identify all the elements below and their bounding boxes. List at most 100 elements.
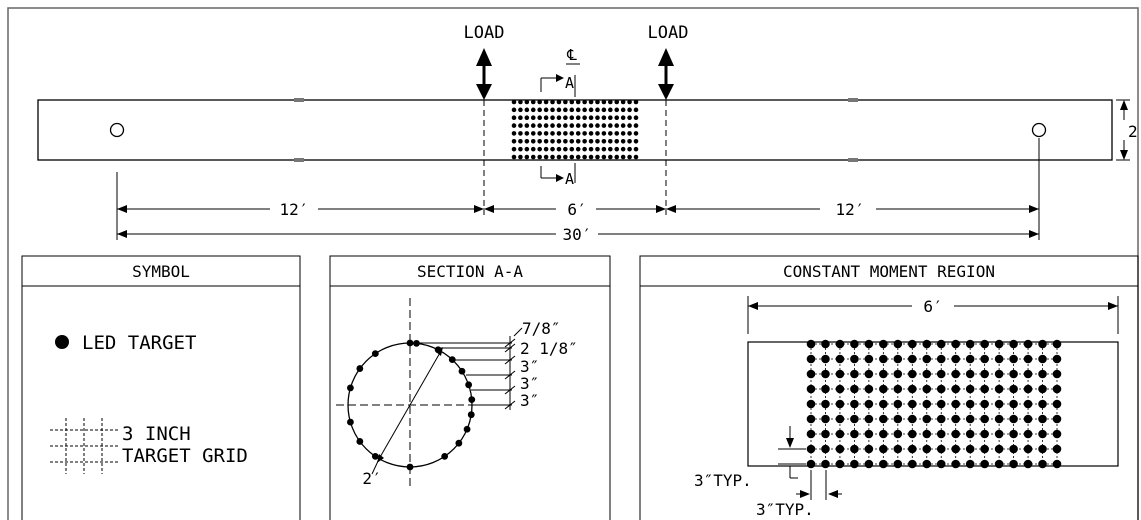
region-led-dot [994,429,1004,439]
beam-led-dot [550,107,555,113]
target-grid-icon [50,418,118,474]
beam-led-dot [543,115,549,121]
beam-led-dot [582,154,587,160]
spacing-label-2: 2 1/8″ [520,339,578,358]
beam-led-dot [633,131,639,136]
load-label-right: LOAD [648,23,689,43]
region-led-dot [806,429,816,439]
beam-led-dot [518,107,523,113]
region-led-targets [806,339,1062,469]
region-led-dot [821,399,830,409]
region-led-dot [806,339,816,349]
section-led-dot [434,346,442,354]
region-led-dot [951,414,961,424]
beam-led-dot [530,107,536,113]
section-panel-title: SECTION A-A [417,262,523,281]
region-led-dot [1009,354,1018,364]
region-led-dot [907,384,917,394]
region-led-dot [965,399,975,409]
section-led-dot [347,384,354,392]
vertical-spacing-dimension [778,426,806,479]
region-beam-outline [747,341,1119,467]
section-led-dot [347,418,354,426]
region-led-dot [980,384,989,394]
region-led-dot [864,354,874,364]
beam-led-dot [582,99,587,105]
region-led-dot [850,429,859,439]
region-led-dot [821,414,830,424]
region-led-dot [907,354,917,364]
region-led-dot [850,459,859,469]
beam-led-dot [575,123,581,128]
beam-led-dot [569,107,575,113]
region-led-dot [965,444,975,454]
beam-led-dot [575,154,581,160]
beam-led-dot [550,99,555,105]
region-led-dot [1023,459,1033,469]
region-led-dot [821,369,830,379]
region-led-dot [850,354,859,364]
region-led-dot [951,444,961,454]
beam-led-dot [524,107,530,113]
region-led-dot [1038,444,1047,454]
region-led-dot [879,399,888,409]
section-led-dot [356,438,364,445]
section-led-dot [465,381,473,389]
beam-led-dot [608,115,613,121]
region-led-dot [835,444,845,454]
region-led-dot [879,354,888,364]
region-led-dot [864,414,874,424]
symbol-panel-title: SYMBOL [132,262,190,281]
region-led-dot [1038,459,1047,469]
beam-marker [294,158,304,162]
region-led-dot [1052,354,1062,364]
region-led-dot [907,429,917,439]
region-led-dot [994,339,1004,349]
beam-led-dot [537,131,542,136]
region-led-dot [893,444,903,454]
beam-marker [848,158,858,162]
region-led-dot [864,399,874,409]
section-led-dot [356,365,364,372]
region-led-dot [1023,354,1033,364]
moment-panel-title: CONSTANT MOMENT REGION [783,262,995,281]
beam-led-dot [582,107,587,113]
moment-panel: CONSTANT MOMENT REGION 6′ 3″TYP. [639,255,1139,520]
height-dimension [1116,99,1130,161]
dim-arrow-icon [828,490,838,498]
dim-right-span: 12′ [836,200,865,219]
region-led-dot [806,459,816,469]
beam-led-dot [550,146,555,152]
region-led-dot [879,429,888,439]
beam-led-dot [582,146,587,152]
beam-led-dot [524,123,530,128]
beam-led-dot [563,138,568,144]
beam-led-dot [530,154,536,160]
support-right-icon [1031,122,1047,138]
region-led-dot [1052,429,1062,439]
beam-led-dot [543,131,549,136]
beam-led-dot [518,154,523,160]
region-led-dot [922,459,932,469]
beam-led-dot [614,131,620,136]
region-led-dot [1038,339,1047,349]
beam-led-dot [620,107,626,113]
region-led-dot [980,414,989,424]
beam-led-dot [575,138,581,144]
beam-led-dot [511,123,517,128]
beam-led-dot [550,138,555,144]
region-width-label: 6′ [923,297,942,316]
beam-led-dot [543,138,549,144]
beam-led-dot [511,131,517,136]
symbol-panel: SYMBOL LED TARGET 3 INCH TARGET GRID [21,255,301,520]
region-led-dot [951,369,961,379]
region-led-dot [922,399,932,409]
spacing-label-4: 3″ [520,374,539,393]
beam-led-dot [601,107,607,113]
region-led-dot [907,399,917,409]
region-led-dot [994,399,1004,409]
region-led-dot [965,339,975,349]
beam-led-dot [627,146,632,152]
region-led-dot [994,354,1004,364]
region-led-dot [835,414,845,424]
